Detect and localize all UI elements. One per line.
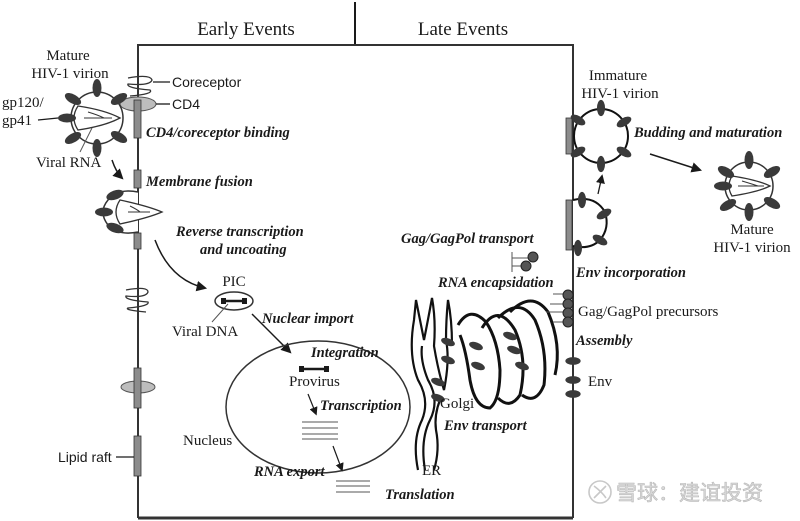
arrow-to-pic xyxy=(154,239,208,292)
lipid-raft-2 xyxy=(133,169,142,189)
label-immature-virion-2: HIV-1 virion xyxy=(581,86,659,102)
budding-virion-icon xyxy=(572,191,614,257)
process-membrane-fusion: Membrane fusion xyxy=(145,174,253,190)
process-env-incorporation: Env incorporation xyxy=(575,265,686,281)
process-reverse-transcription-2: and uncoating xyxy=(200,242,287,258)
mrna-icon-nucleus xyxy=(302,421,338,440)
process-gag-transport: Gag/GagPol transport xyxy=(401,231,535,247)
label-nucleus: Nucleus xyxy=(183,433,232,449)
label-immature-virion-1: Immature xyxy=(589,68,648,84)
golgi-icon xyxy=(456,299,559,410)
er-icon xyxy=(410,297,454,471)
process-nuclear-import: Nuclear import xyxy=(261,311,354,327)
gag-precursors-icon xyxy=(546,289,574,328)
label-cd4: CD4 xyxy=(172,96,200,112)
gag-transport-icon xyxy=(511,251,539,272)
env-icon xyxy=(565,357,581,398)
process-transcription: Transcription xyxy=(320,398,402,414)
coreceptor-coil-icon xyxy=(125,287,149,313)
arrow-rna-export xyxy=(332,445,344,472)
label-gag-precursors: Gag/GagPol precursors xyxy=(578,304,719,320)
arrow-transcription xyxy=(307,393,318,416)
watermark-text: 雪球：建谊投资 xyxy=(616,481,763,505)
label-mature-virion-right-1: Mature xyxy=(730,222,774,238)
cell-membrane xyxy=(137,44,574,520)
process-rna-encapsidation: RNA encapsidation xyxy=(437,275,554,291)
immature-virion-icon xyxy=(568,99,634,173)
process-rna-export: RNA export xyxy=(253,464,325,480)
provirus-icon xyxy=(299,366,329,372)
lipid-raft-3 xyxy=(133,232,142,250)
label-mature-virion-left-2: HIV-1 virion xyxy=(31,66,109,82)
process-translation: Translation xyxy=(385,487,455,503)
golgi-vesicles xyxy=(430,330,530,404)
label-lipid-raft: Lipid raft xyxy=(58,449,112,465)
arrow-env-to-immature xyxy=(595,174,605,195)
header-late-events: Late Events xyxy=(418,19,508,40)
watermark: 雪球：建谊投资 xyxy=(588,480,763,505)
pic-icon xyxy=(214,291,254,311)
label-golgi: Golgi xyxy=(440,396,474,412)
label-mature-virion-left-1: Mature xyxy=(46,48,90,64)
process-reverse-transcription-1: Reverse transcription xyxy=(175,224,304,240)
process-env-transport: Env transport xyxy=(443,418,528,434)
process-budding: Budding and maturation xyxy=(633,125,782,141)
coreceptor-icon xyxy=(127,75,170,97)
lipid-raft-1 xyxy=(133,99,142,139)
label-viral-dna: Viral DNA xyxy=(172,324,238,340)
label-env: Env xyxy=(588,374,613,390)
label-provirus: Provirus xyxy=(289,374,340,390)
label-er: ER xyxy=(422,463,441,479)
process-assembly: Assembly xyxy=(575,333,633,349)
process-integration: Integration xyxy=(310,345,379,361)
nucleus xyxy=(225,340,411,474)
section-headers: Early Events Late Events xyxy=(197,2,508,45)
label-gp120: gp120/ xyxy=(2,95,45,111)
mrna-icon-cytoplasm xyxy=(336,480,370,493)
mature-virion-right-icon xyxy=(714,151,783,221)
arrow-to-fusion xyxy=(111,159,124,180)
label-coreceptor: Coreceptor xyxy=(172,74,242,90)
label-viral-rna: Viral RNA xyxy=(36,155,102,171)
process-cd4-binding: CD4/coreceptor binding xyxy=(146,125,290,141)
fusing-virion-icon xyxy=(95,187,164,236)
label-gp41: gp41 xyxy=(2,113,32,129)
lipid-raft-7 xyxy=(565,199,573,251)
mature-virion-left-icon xyxy=(58,79,130,157)
arrow-budding xyxy=(649,153,703,173)
label-mature-virion-right-2: HIV-1 virion xyxy=(713,240,791,256)
lipid-raft-6 xyxy=(565,117,573,155)
watermark-logo-icon xyxy=(588,480,612,504)
lipid-raft-4 xyxy=(133,367,142,409)
label-pic: PIC xyxy=(222,274,245,290)
lipid-raft-5 xyxy=(133,435,142,477)
header-early-events: Early Events xyxy=(197,19,295,40)
